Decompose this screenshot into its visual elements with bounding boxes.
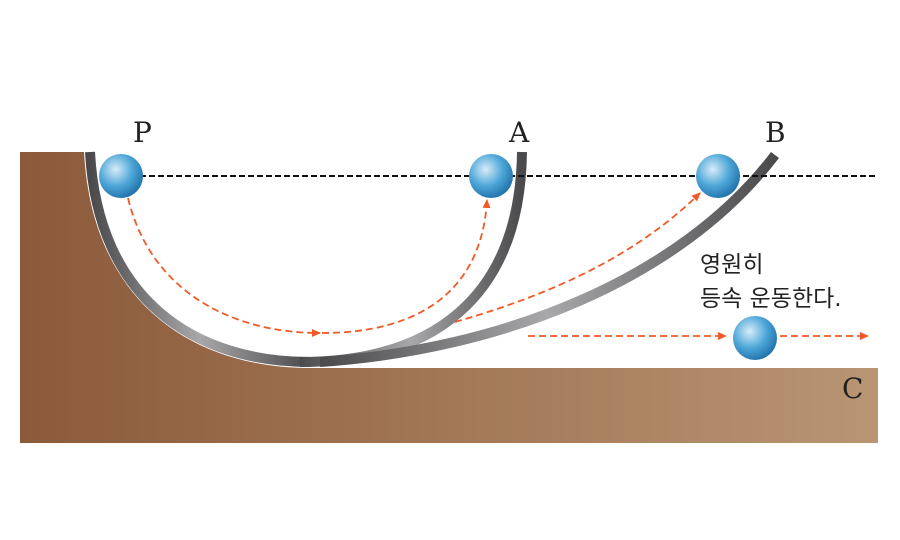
ball-a: [469, 154, 513, 198]
note-line1: 영원히: [700, 252, 764, 278]
track-b: [319, 151, 779, 367]
arrow-up-to-a: [321, 199, 491, 334]
label-a: A: [509, 116, 530, 149]
label-b: B: [765, 116, 786, 149]
label-c: C: [842, 372, 864, 405]
ball-p: [99, 154, 143, 198]
label-p: P: [133, 116, 152, 149]
note-line2: 등속 운동한다.: [700, 286, 842, 312]
arrow-p-down: [127, 197, 321, 337]
arrow-up-to-b: [454, 192, 701, 323]
ball-b: [696, 154, 740, 198]
ball-c: [733, 316, 777, 360]
ground: [20, 152, 878, 443]
track-p: [85, 151, 311, 367]
